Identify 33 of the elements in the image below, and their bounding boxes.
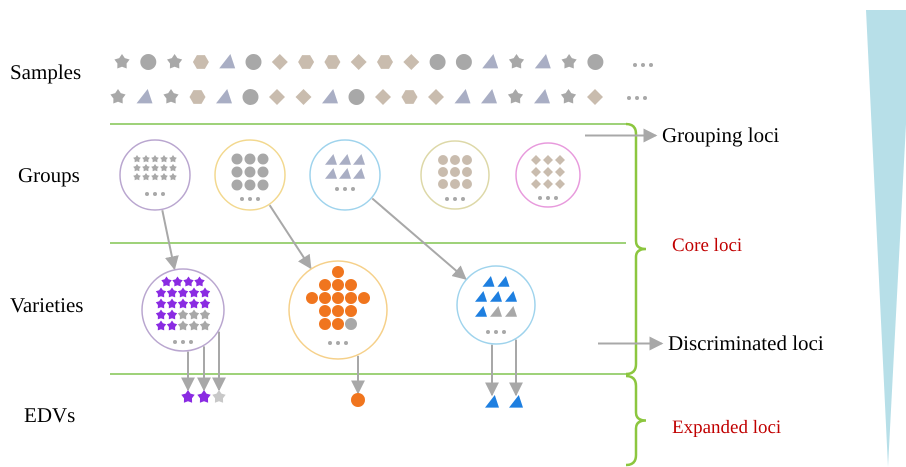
group-circle [309,139,381,211]
arrow [509,340,523,396]
arrow [181,352,195,392]
variety-circle [141,268,225,352]
group-circle [420,140,490,210]
row-label: EDVs [24,404,76,428]
loci-label: Grouping loci [662,124,780,148]
group-circle [515,142,581,208]
loci-label: Expanded loci [672,418,782,439]
arrow [598,336,664,350]
arrow [351,356,365,394]
star-icon [197,390,211,404]
arrow [161,210,179,270]
star-icon [181,390,195,404]
group-circle [119,139,191,211]
row-label: Groups [18,164,80,188]
arrow [585,128,658,142]
variety-circle [288,260,388,360]
arrow [268,204,312,270]
row-label: Varieties [10,294,84,318]
group-circle [214,139,286,211]
arrow [212,332,226,392]
arrow [372,198,467,280]
dot-icon [351,393,365,407]
triangle-icon [509,395,523,409]
star-icon [212,390,226,404]
triangle-icon [485,395,499,409]
loci-label: Discriminated loci [668,332,824,356]
variety-circle [456,265,536,345]
arrow [197,346,211,392]
arrow [485,344,499,396]
loci-label: Core loci [672,236,742,257]
row-label: Samples [10,61,82,84]
